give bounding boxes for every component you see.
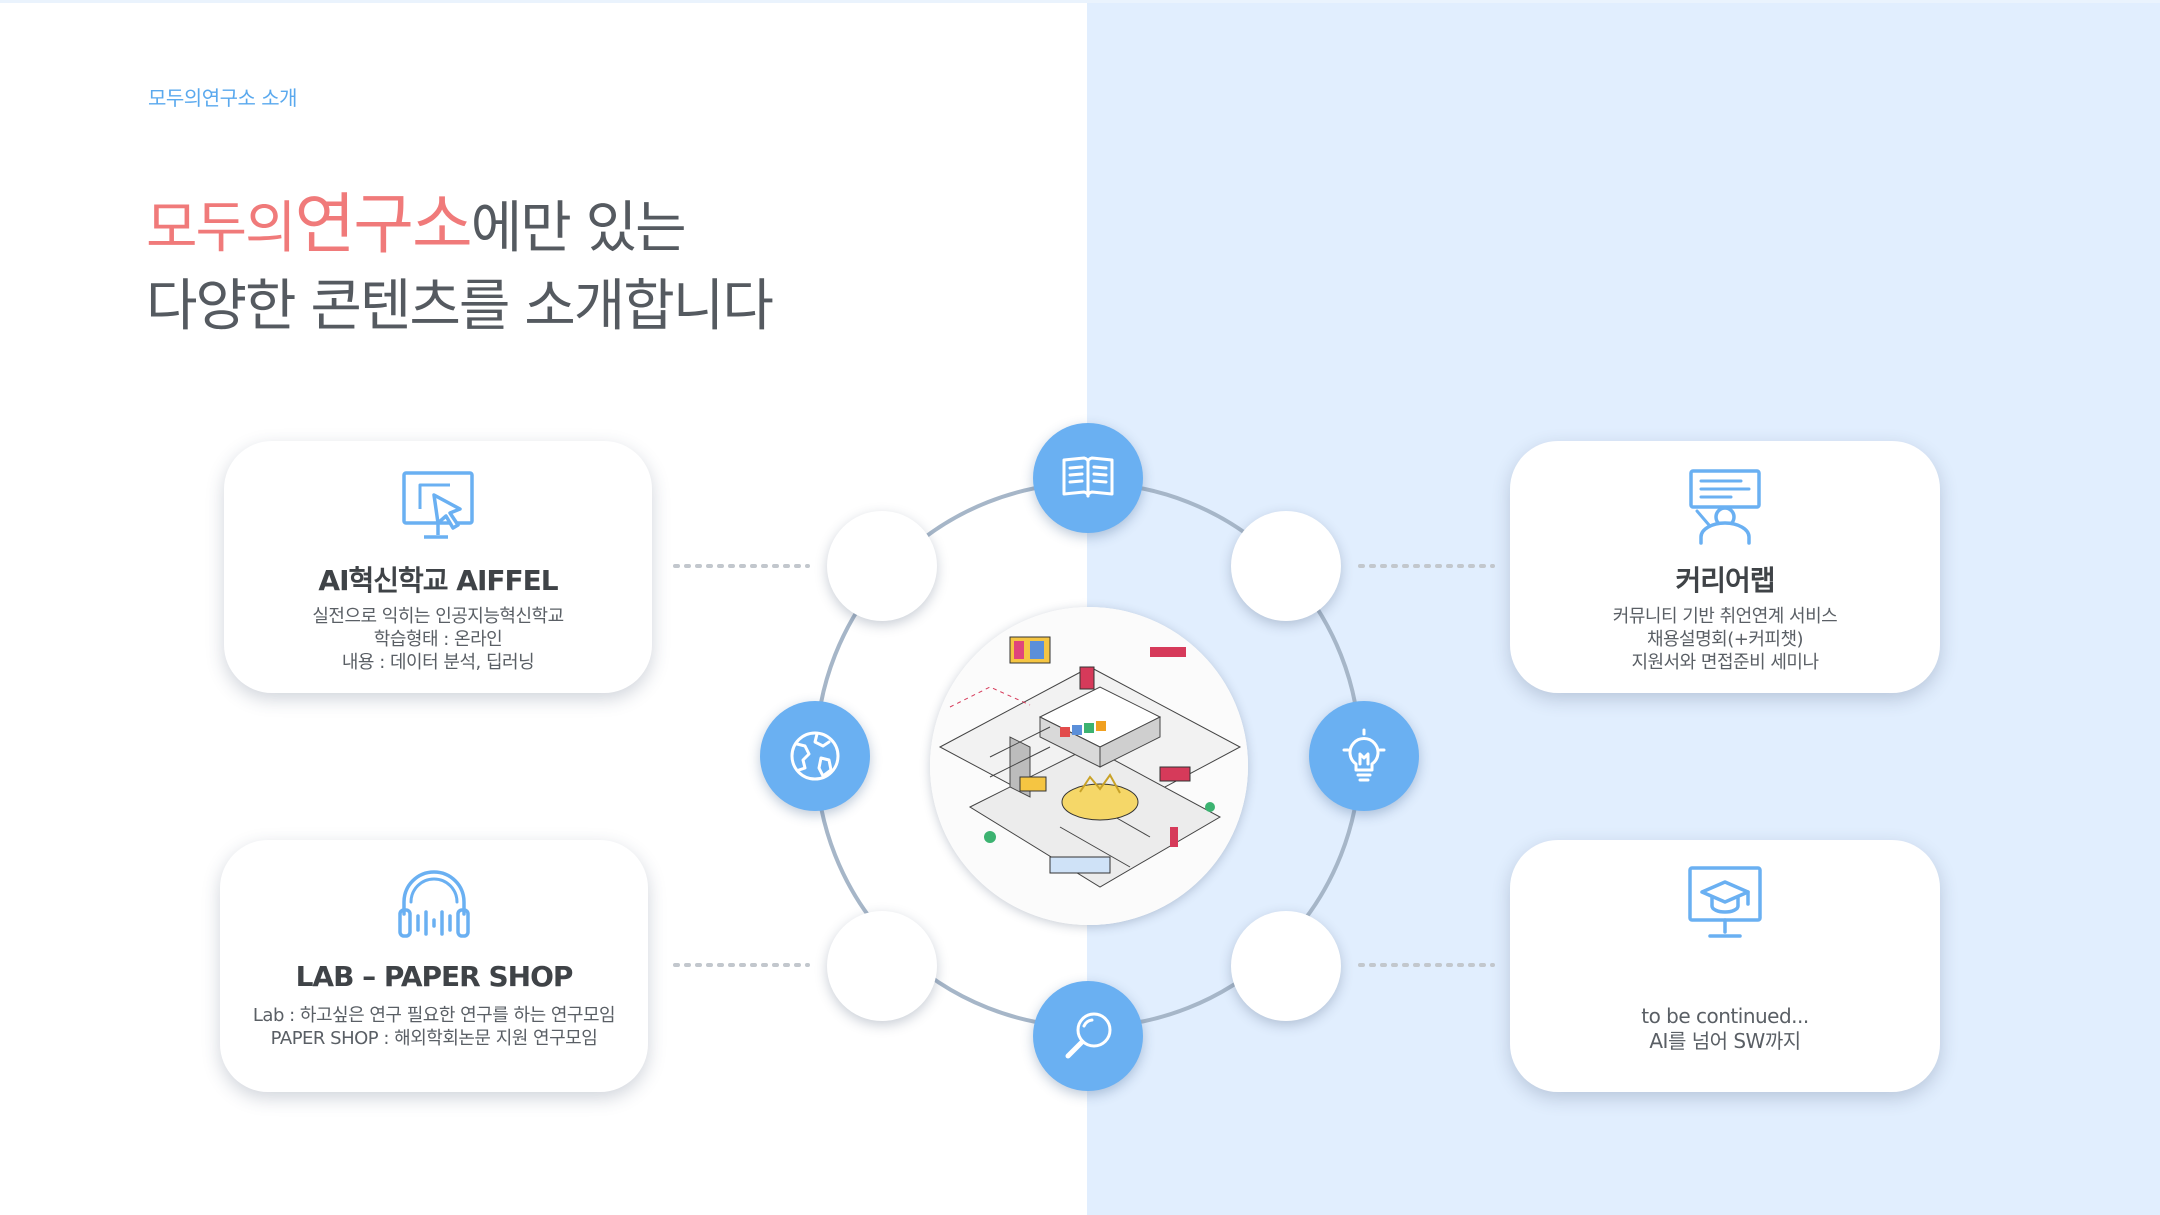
card-lab-paper-shop[interactable]: LAB – PAPER SHOP Lab : 하고싶은 연구 필요한 연구를 하… bbox=[220, 840, 648, 1092]
magnifier-icon bbox=[1065, 1012, 1112, 1059]
node-globe[interactable] bbox=[760, 701, 870, 811]
card-aiffel-title: AI혁신학교 AIFFEL bbox=[318, 564, 558, 597]
card-career-desc-line: 지원서와 면접준비 세미나 bbox=[1631, 652, 1819, 673]
card-career-desc-line: 커뮤니티 기반 취언연계 서비스 bbox=[1612, 606, 1838, 627]
node-bottom-left[interactable] bbox=[827, 911, 937, 1021]
section-kicker: 모두의연구소 소개 bbox=[148, 86, 298, 110]
headline-line-1-rest: 에만 있는 bbox=[470, 196, 687, 261]
card-career-lab[interactable]: 커리어랩 커뮤니티 기반 취언연계 서비스 채용설명회(+커피챗) 지원서와 면… bbox=[1510, 441, 1940, 693]
card-aiffel-desc: 실전으로 익히는 인공지능혁신학교 학습형태 : 온라인 내용 : 데이터 분석… bbox=[224, 605, 652, 674]
card-aiffel-desc-line: 내용 : 데이터 분석, 딥러닝 bbox=[341, 652, 535, 673]
node-book[interactable] bbox=[1033, 423, 1143, 533]
card-career-desc: 커뮤니티 기반 취언연계 서비스 채용설명회(+커피챗) 지원서와 면접준비 세… bbox=[1510, 605, 1940, 674]
card-aiffel-desc-line: 실전으로 익히는 인공지능혁신학교 bbox=[312, 606, 564, 627]
card-continued-desc-line: AI를 넘어 SW까지 bbox=[1649, 1029, 1801, 1053]
book-icon bbox=[1062, 456, 1114, 498]
card-lab-title: LAB – PAPER SHOP bbox=[295, 960, 574, 993]
isometric-lab-illustration bbox=[930, 607, 1248, 925]
globe-icon bbox=[790, 731, 840, 781]
monitor-cursor-icon bbox=[402, 471, 474, 539]
card-lab-desc-line: Lab : 하고싶은 연구 필요한 연구를 하는 연구모임 bbox=[252, 1005, 616, 1026]
monitor-graduation-icon bbox=[1688, 866, 1762, 938]
illustration-drawing bbox=[930, 607, 1248, 925]
node-top-right[interactable] bbox=[1231, 511, 1341, 621]
card-aiffel[interactable]: AI혁신학교 AIFFEL 실전으로 익히는 인공지능혁신학교 학습형태 : 온… bbox=[224, 441, 652, 693]
node-magnifier[interactable] bbox=[1033, 981, 1143, 1091]
card-lab-desc-line: PAPER SHOP : 해외학회논문 지원 연구모임 bbox=[270, 1028, 598, 1049]
headline-line-2: 다양한 콘텐츠를 소개합니다 bbox=[146, 274, 774, 339]
headline-accent-1: 모두의 bbox=[146, 196, 297, 261]
node-top-left[interactable] bbox=[827, 511, 937, 621]
card-continued-desc-line: to be continued... bbox=[1641, 1004, 1809, 1028]
card-career-desc-line: 채용설명회(+커피챗) bbox=[1646, 629, 1804, 650]
headphones-icon bbox=[398, 870, 470, 938]
card-career-title: 커리어랩 bbox=[1675, 564, 1775, 597]
node-bottom-right[interactable] bbox=[1231, 911, 1341, 1021]
lightbulb-icon bbox=[1342, 728, 1386, 782]
node-lightbulb[interactable] bbox=[1309, 701, 1419, 811]
card-continued-desc: to be continued... AI를 넘어 SW까지 bbox=[1510, 1004, 1940, 1054]
page-headline: 모두의연구소에만 있는 다양한 콘텐츠를 소개합니다 bbox=[146, 186, 774, 346]
headline-line-1: 모두의연구소에만 있는 bbox=[146, 186, 772, 268]
presenter-icon bbox=[1689, 469, 1761, 545]
top-border bbox=[0, 0, 2160, 3]
card-lab-desc: Lab : 하고싶은 연구 필요한 연구를 하는 연구모임 PAPER SHOP… bbox=[220, 1004, 648, 1050]
headline-accent-2: 연구소 bbox=[294, 186, 473, 263]
card-to-be-continued[interactable]: to be continued... AI를 넘어 SW까지 bbox=[1510, 840, 1940, 1092]
card-aiffel-desc-line: 학습형태 : 온라인 bbox=[373, 629, 503, 650]
